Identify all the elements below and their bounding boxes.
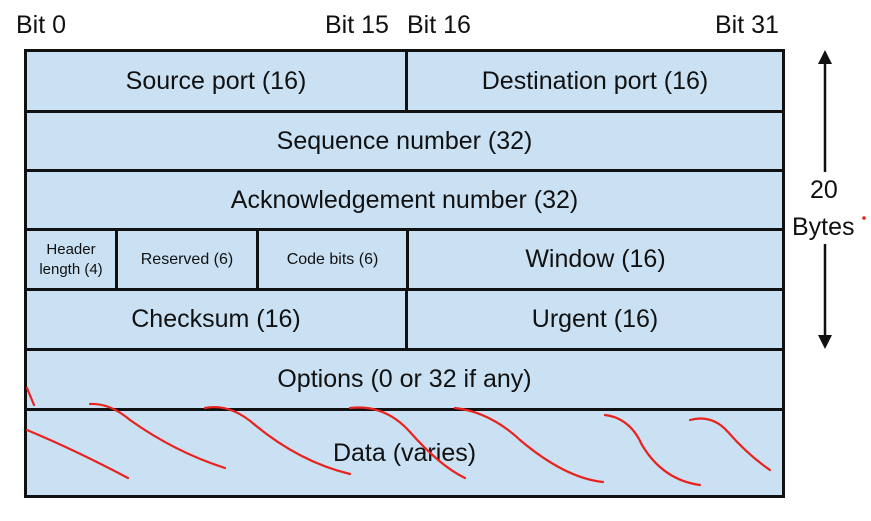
reserved-field: Reserved (6): [118, 231, 259, 291]
data-field: Data (varies): [27, 411, 782, 495]
arrow-down-head: [818, 335, 832, 349]
urgent-field: Urgent (16): [408, 291, 782, 351]
acknowledgement-number-field: Acknowledgement number (32): [27, 172, 782, 231]
bit-31-label: Bit 31: [715, 11, 779, 39]
arrow-up-head: [818, 50, 832, 64]
tcp-header-diagram: Source port (16) Destination port (16) S…: [24, 49, 785, 498]
destination-port-field: Destination port (16): [408, 52, 782, 113]
options-field: Options (0 or 32 if any): [27, 351, 782, 411]
bit-0-label: Bit 0: [16, 11, 67, 39]
bit-16-label: Bit 16: [407, 11, 471, 39]
bit-15-label: Bit 15: [325, 11, 389, 39]
header-length-field: Header length (4): [27, 231, 118, 291]
checksum-field: Checksum (16): [27, 291, 408, 351]
code-bits-field: Code bits (6): [259, 231, 409, 291]
source-port-field: Source port (16): [27, 52, 408, 113]
window-field: Window (16): [409, 231, 782, 291]
size-number: 20: [810, 176, 838, 204]
header-length-line1: Header: [46, 240, 96, 258]
size-unit: Bytes: [792, 213, 855, 241]
header-length-line2: length (4): [39, 260, 103, 278]
red-dot: [862, 216, 866, 220]
sequence-number-field: Sequence number (32): [27, 113, 782, 172]
